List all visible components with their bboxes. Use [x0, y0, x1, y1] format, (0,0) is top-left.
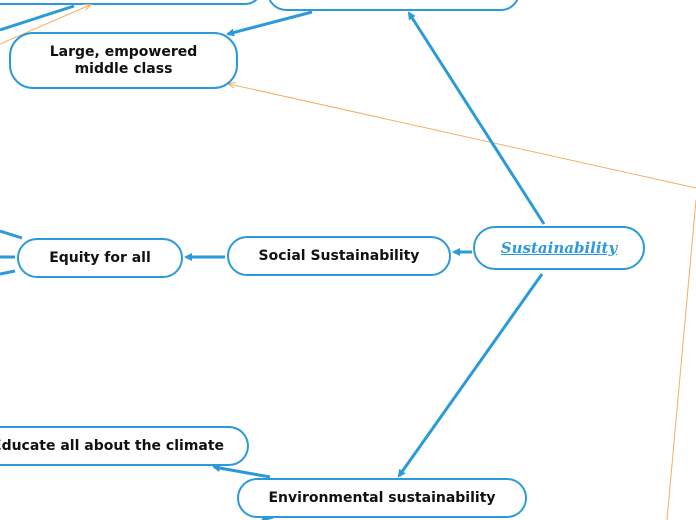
- middle-class-node[interactable]: Large, empowered middle class: [9, 32, 238, 89]
- relation-line-to-middle-class[interactable]: [229, 84, 696, 189]
- relation-line-top-left[interactable]: [0, 5, 90, 45]
- top-center-node-partial[interactable]: [268, 0, 519, 11]
- connector-top-left-down[interactable]: [0, 4, 75, 32]
- connector-root-to-environmental[interactable]: [397, 273, 544, 478]
- social-label: Social Sustainability: [258, 247, 420, 264]
- middle-class-label: Large, empowered middle class: [49, 43, 198, 77]
- environmental-label: Environmental sustainability: [268, 489, 496, 506]
- equity-label: Equity for all: [49, 249, 151, 266]
- sustainability-root-node[interactable]: Sustainability: [473, 226, 645, 270]
- educate-node[interactable]: Educate all about the climate: [0, 426, 249, 466]
- top-left-node-partial[interactable]: [0, 0, 262, 5]
- connector-equity-out-3[interactable]: [0, 269, 16, 276]
- equity-node[interactable]: Equity for all: [17, 238, 183, 278]
- root-label: Sustainability: [500, 238, 618, 257]
- connector-root-to-top[interactable]: [407, 11, 546, 225]
- relation-line-right-edge[interactable]: [666, 199, 696, 520]
- environmental-node[interactable]: Environmental sustainability: [237, 478, 527, 518]
- connector-environmental-to-educate[interactable]: [212, 464, 271, 479]
- connector-top-to-middle-class[interactable]: [226, 10, 313, 37]
- educate-label: Educate all about the climate: [0, 437, 225, 454]
- social-sustainability-node[interactable]: Social Sustainability: [227, 236, 451, 276]
- connector-equity-out-1[interactable]: [0, 229, 23, 240]
